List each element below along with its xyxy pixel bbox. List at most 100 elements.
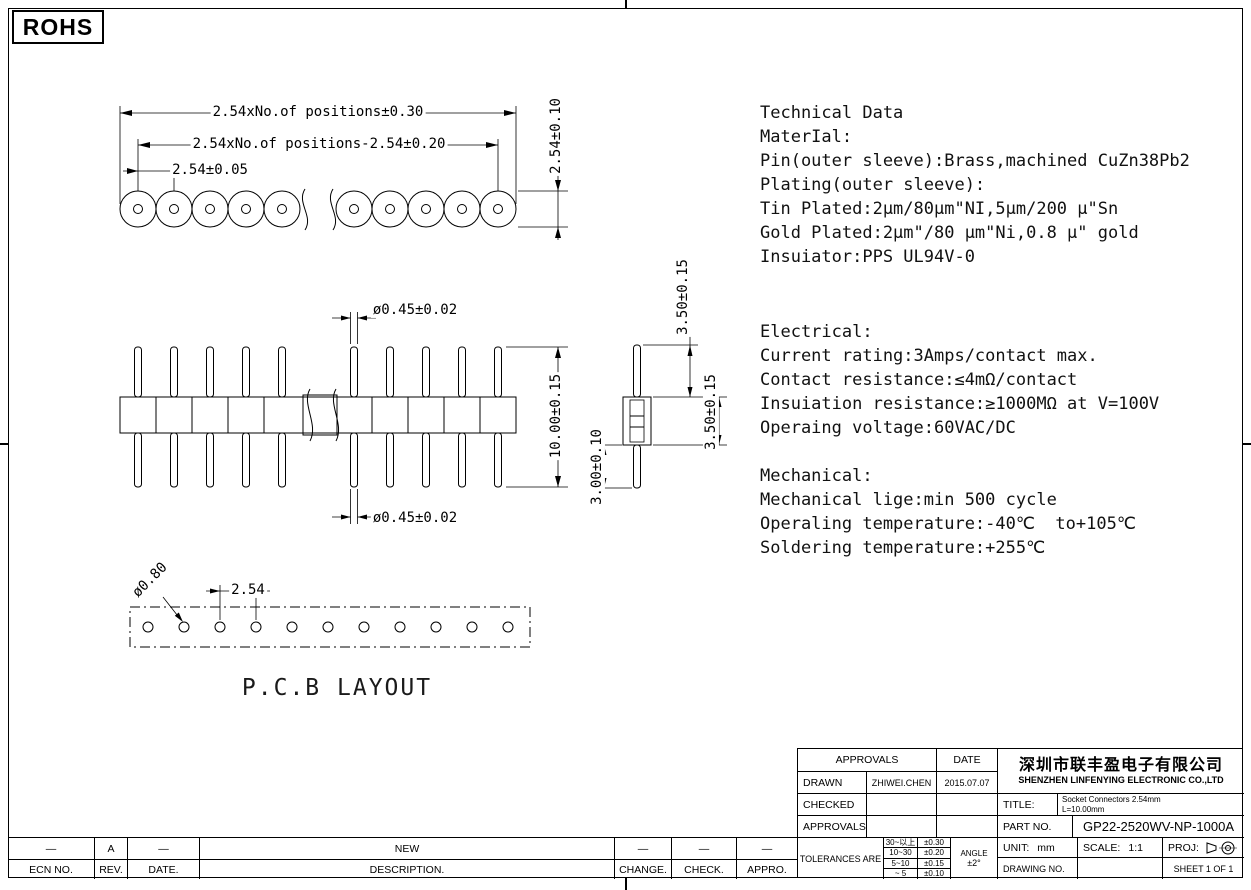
- sheet-frame: [8, 8, 1243, 878]
- drawing-no-value: [1078, 858, 1163, 879]
- tech-data-line: Gold Plated:2μm"/80 μm"Ni,0.8 μ" gold: [760, 223, 1139, 243]
- revision-rev-value: A: [95, 838, 128, 860]
- tech-data-line: Soldering temperature:+255℃: [760, 538, 1046, 558]
- scale-label: SCALE:: [1083, 841, 1121, 854]
- tech-data-line: Technical Data: [760, 103, 904, 123]
- revision-check-value: —: [672, 838, 737, 860]
- appro-label: APPRO.: [747, 863, 787, 876]
- unit-cell: UNIT: mm: [998, 838, 1078, 858]
- frame-tick-bottom: [625, 878, 627, 890]
- tech-data-line: Insuiation resistance:≥1000MΩ at V=100V: [760, 394, 1160, 414]
- projection-symbol: [1206, 841, 1237, 854]
- tolerance-range: 30~以上: [885, 838, 916, 848]
- tolerance-value: ±0.10: [917, 868, 950, 879]
- approvals-date: [937, 816, 998, 838]
- tech-data-line: Tin Plated:2μm/80μm"NI,5μm/200 μ"Sn: [760, 199, 1119, 219]
- angle-value: ±2°: [967, 857, 981, 868]
- checked-date: [937, 794, 998, 816]
- tolerance-range: 5~10: [891, 858, 910, 868]
- pcb-layout-view: [129, 606, 531, 648]
- title-label: TITLE:: [998, 794, 1058, 816]
- tolerance-value: ±0.20: [917, 848, 950, 858]
- part-no-value: GP22-2520WV-NP-1000A: [1073, 816, 1244, 838]
- tech-data-line: Pin(outer sleeve):Brass,machined CuZn38P…: [760, 151, 1190, 171]
- sheet-label: SHEET 1 OF 1: [1173, 863, 1234, 874]
- dim-detail-tail: 3.00±0.10: [588, 427, 606, 507]
- rohs-badge: ROHS: [12, 10, 104, 44]
- scale-cell: SCALE: 1:1: [1078, 838, 1163, 858]
- rohs-label: ROHS: [22, 13, 94, 40]
- side-view: [119, 346, 517, 488]
- approvals-name: [867, 816, 937, 838]
- approvals-header: APPROVALS: [798, 749, 937, 772]
- drawn-date: 2015.07.07: [937, 772, 998, 794]
- tolerance-row: 10~30 ±0.20: [884, 848, 950, 859]
- dim-top-inner: 2.54xNo.of positions-2.54±0.20: [190, 135, 448, 153]
- dim-detail-mid: 3.50±0.15: [702, 372, 720, 452]
- frame-tick-top: [625, 0, 627, 8]
- drawing-no-label: DRAWING NO.: [998, 858, 1078, 879]
- scale-value: 1:1: [1128, 841, 1143, 854]
- drawn-name: ZHIWEI.CHEN: [867, 772, 937, 794]
- tech-data-mechanical: Mechanical: Mechanical lige:min 500 cycl…: [760, 464, 1136, 560]
- tolerance-range: ~ 5: [894, 869, 907, 879]
- revision-date-value: —: [128, 838, 200, 860]
- ecn-no-label: ECN NO.: [8, 860, 95, 879]
- tech-data-line: Mechanical:: [760, 466, 873, 486]
- dim-top-height: 2.54±0.10: [547, 96, 565, 176]
- tech-data-material: Technical Data MaterIal: Pin(outer sleev…: [760, 101, 1190, 269]
- side-view-dimensions: [332, 312, 568, 524]
- revision-change-value: —: [615, 838, 672, 860]
- tolerance-table: 30~以上 ±0.30 10~30 ±0.20 5~10 ±0.15 ~ 5 ±…: [884, 838, 951, 879]
- frame-tick-left: [0, 443, 8, 445]
- revision-ecn-value: —: [8, 838, 95, 860]
- company-name-cn: 深圳市联丰盈电子有限公司: [1018, 756, 1223, 774]
- angle-label: ANGLE: [960, 848, 988, 858]
- description-label: DESCRIPTION.: [200, 860, 615, 879]
- revision-description-value: NEW: [200, 838, 615, 860]
- revision-appro-value: —: [737, 838, 797, 860]
- angle-cell: ANGLE ±2°: [951, 838, 998, 879]
- change-label: CHANGE.: [615, 860, 672, 879]
- approvals-label: APPROVALS: [798, 816, 867, 838]
- date-label: DATE.: [128, 860, 200, 879]
- tolerance-row: 30~以上 ±0.30: [884, 838, 950, 849]
- date-header: DATE: [937, 749, 998, 772]
- tolerance-value: ±0.30: [917, 838, 950, 848]
- tech-data-line: MaterIal:: [760, 127, 853, 147]
- tolerance-row: ~ 5 ±0.10: [884, 868, 950, 879]
- company-name-en: SHENZHEN LINFENYING ELECTRONIC CO.,LTD: [1018, 775, 1224, 786]
- part-no-label: PART NO.: [998, 816, 1073, 838]
- dim-detail-top: 3.50±0.15: [674, 257, 692, 337]
- dim-pcb-pitch: 2.54: [229, 581, 267, 599]
- frame-tick-right: [1243, 443, 1251, 445]
- dim-top-total: 2.54xNo.of positions±0.30: [210, 103, 426, 121]
- unit-value: mm: [1037, 841, 1055, 854]
- tech-data-line: Electrical:: [760, 322, 873, 342]
- revision-strip: — A — NEW — — — ECN NO. REV. DATE. DESCR…: [8, 837, 797, 879]
- tech-data-line: Operaling temperature:-40℃ to+105℃: [760, 514, 1136, 534]
- tech-data-line: Operaing voltage:60VAC/DC: [760, 418, 1016, 438]
- tech-data-line: Current rating:3Amps/contact max.: [760, 346, 1098, 366]
- title-line2: L=10.00mm: [1062, 804, 1105, 814]
- checked-label: CHECKED: [798, 794, 867, 816]
- dim-pin-dia-top: ø0.45±0.02: [370, 301, 460, 319]
- title-value: Socket Connectors 2.54mm L=10.00mm: [1058, 794, 1244, 816]
- top-view: [119, 188, 517, 231]
- tech-data-line: Insuiator:PPS UL94V-0: [760, 247, 975, 267]
- drawn-label: DRAWN: [798, 772, 867, 794]
- check-label: CHECK.: [672, 860, 737, 879]
- company-cell: 深圳市联丰盈电子有限公司 SHENZHEN LINFENYING ELECTRO…: [998, 749, 1244, 794]
- pin-detail-view: [622, 344, 652, 489]
- dim-top-pitch: 2.54±0.05: [170, 161, 250, 179]
- unit-label: UNIT:: [1003, 841, 1030, 854]
- pcb-layout-title: P.C.B LAYOUT: [241, 675, 433, 701]
- tolerance-row: 5~10 ±0.15: [884, 858, 950, 869]
- proj-label: PROJ:: [1168, 841, 1199, 854]
- proj-cell: PROJ:: [1163, 838, 1244, 858]
- rev-label: REV.: [95, 860, 128, 879]
- tolerance-range: 10~30: [889, 848, 912, 858]
- tolerance-value: ±0.15: [917, 858, 950, 868]
- tolerances-label: TOLERANCES ARE: [798, 838, 884, 879]
